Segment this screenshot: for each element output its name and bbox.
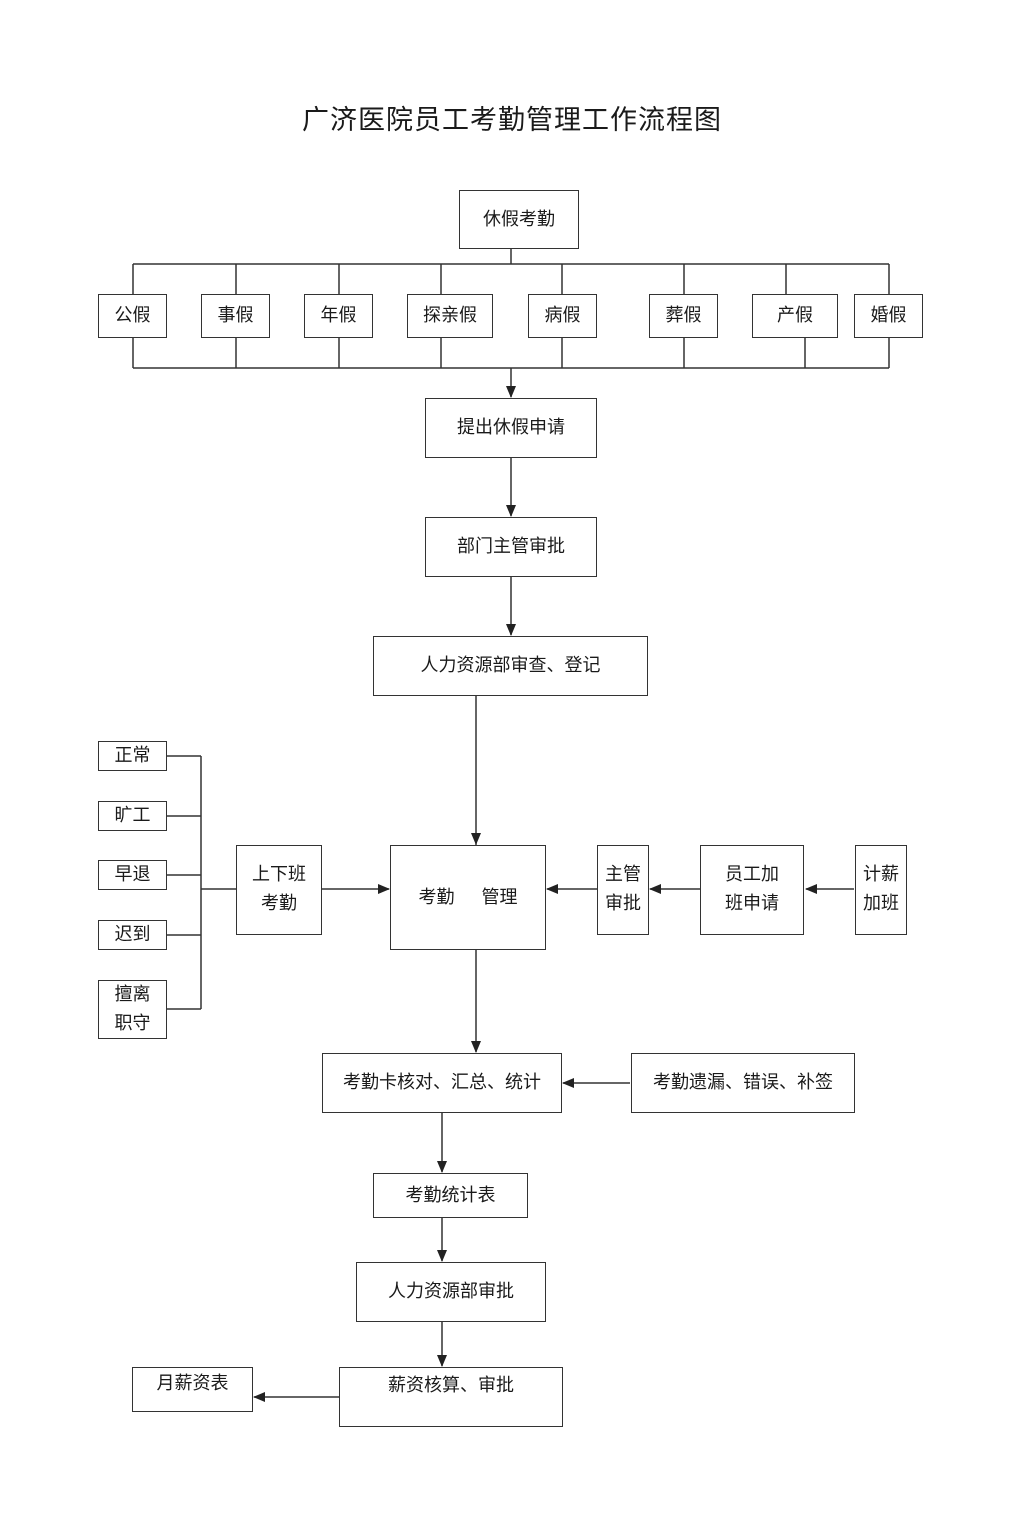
leave-type-label: 产假 bbox=[777, 305, 813, 327]
overtime-apply-label: 员工加班申请 bbox=[724, 864, 779, 914]
leave-type-label: 事假 bbox=[217, 305, 254, 327]
leave-type-label: 探亲假 bbox=[423, 305, 477, 327]
leave-attendance-label: 休假考勤 bbox=[483, 208, 555, 230]
monthly-salary-box: 月薪资表 bbox=[132, 1367, 253, 1412]
shift-attendance-box: 上下班考勤 bbox=[236, 845, 322, 935]
attendance-management-label-right: 管理 bbox=[481, 886, 518, 908]
salary-calc-box: 薪资核算、审批 bbox=[339, 1367, 563, 1427]
leave-type-box: 葬假 bbox=[649, 294, 718, 338]
leave-type-label: 年假 bbox=[320, 305, 357, 327]
salary-calc-label: 薪资核算、审批 bbox=[388, 1375, 514, 1396]
overtime-apply-box: 员工加班申请 bbox=[700, 845, 804, 935]
hr-review-label: 人力资源部审查、登记 bbox=[420, 655, 601, 677]
attendance-management-box: 考勤 管理 bbox=[390, 845, 546, 950]
paid-overtime-box: 计薪加班 bbox=[855, 845, 907, 935]
omission-fix-label: 考勤遗漏、错误、补签 bbox=[653, 1072, 833, 1094]
attendance-stats-label: 考勤统计表 bbox=[405, 1184, 496, 1206]
omission-fix-box: 考勤遗漏、错误、补签 bbox=[631, 1053, 855, 1113]
leave-type-label: 病假 bbox=[544, 305, 581, 327]
card-check-label: 考勤卡核对、汇总、统计 bbox=[343, 1072, 541, 1094]
attendance-management-label-left: 考勤 bbox=[418, 886, 455, 908]
status-type-label: 迟到 bbox=[114, 924, 151, 946]
status-type-label: 擅离职守 bbox=[114, 983, 151, 1034]
status-type-box: 正常 bbox=[98, 741, 167, 771]
shift-attendance-label: 上下班考勤 bbox=[251, 864, 306, 914]
status-type-box: 擅离职守 bbox=[98, 980, 167, 1039]
hr-review-box: 人力资源部审查、登记 bbox=[373, 636, 648, 696]
page-title: 广济医院员工考勤管理工作流程图 bbox=[302, 105, 722, 136]
hr-approval-box: 人力资源部审批 bbox=[356, 1262, 546, 1322]
submit-leave-box: 提出休假申请 bbox=[425, 398, 597, 458]
card-check-box: 考勤卡核对、汇总、统计 bbox=[322, 1053, 562, 1113]
leave-type-box: 年假 bbox=[304, 294, 373, 338]
dept-approval-box: 部门主管审批 bbox=[425, 517, 597, 577]
submit-leave-label: 提出休假申请 bbox=[457, 417, 565, 439]
leave-type-box: 婚假 bbox=[854, 294, 923, 338]
leave-type-label: 葬假 bbox=[665, 305, 702, 327]
paid-overtime-label: 计薪加班 bbox=[862, 864, 899, 914]
dept-approval-label: 部门主管审批 bbox=[457, 536, 565, 558]
supervisor-approval-label: 主管审批 bbox=[604, 864, 641, 914]
status-type-label: 旷工 bbox=[114, 805, 151, 827]
leave-type-label: 婚假 bbox=[870, 305, 907, 327]
hr-approval-label: 人力资源部审批 bbox=[388, 1281, 514, 1303]
leave-type-label: 公假 bbox=[114, 305, 151, 327]
leave-type-box: 事假 bbox=[201, 294, 270, 338]
leave-type-box: 病假 bbox=[528, 294, 597, 338]
leave-type-box: 公假 bbox=[98, 294, 167, 338]
monthly-salary-label: 月薪资表 bbox=[156, 1373, 229, 1394]
leave-type-box: 探亲假 bbox=[407, 294, 493, 338]
status-type-box: 迟到 bbox=[98, 920, 167, 950]
supervisor-approval-box: 主管审批 bbox=[597, 845, 649, 935]
attendance-stats-box: 考勤统计表 bbox=[373, 1173, 528, 1218]
status-type-label: 早退 bbox=[114, 864, 151, 886]
leave-attendance-box: 休假考勤 bbox=[459, 190, 579, 249]
status-type-box: 早退 bbox=[98, 860, 167, 890]
status-type-label: 正常 bbox=[114, 745, 151, 767]
leave-type-box: 产假 bbox=[752, 294, 838, 338]
status-type-box: 旷工 bbox=[98, 801, 167, 831]
